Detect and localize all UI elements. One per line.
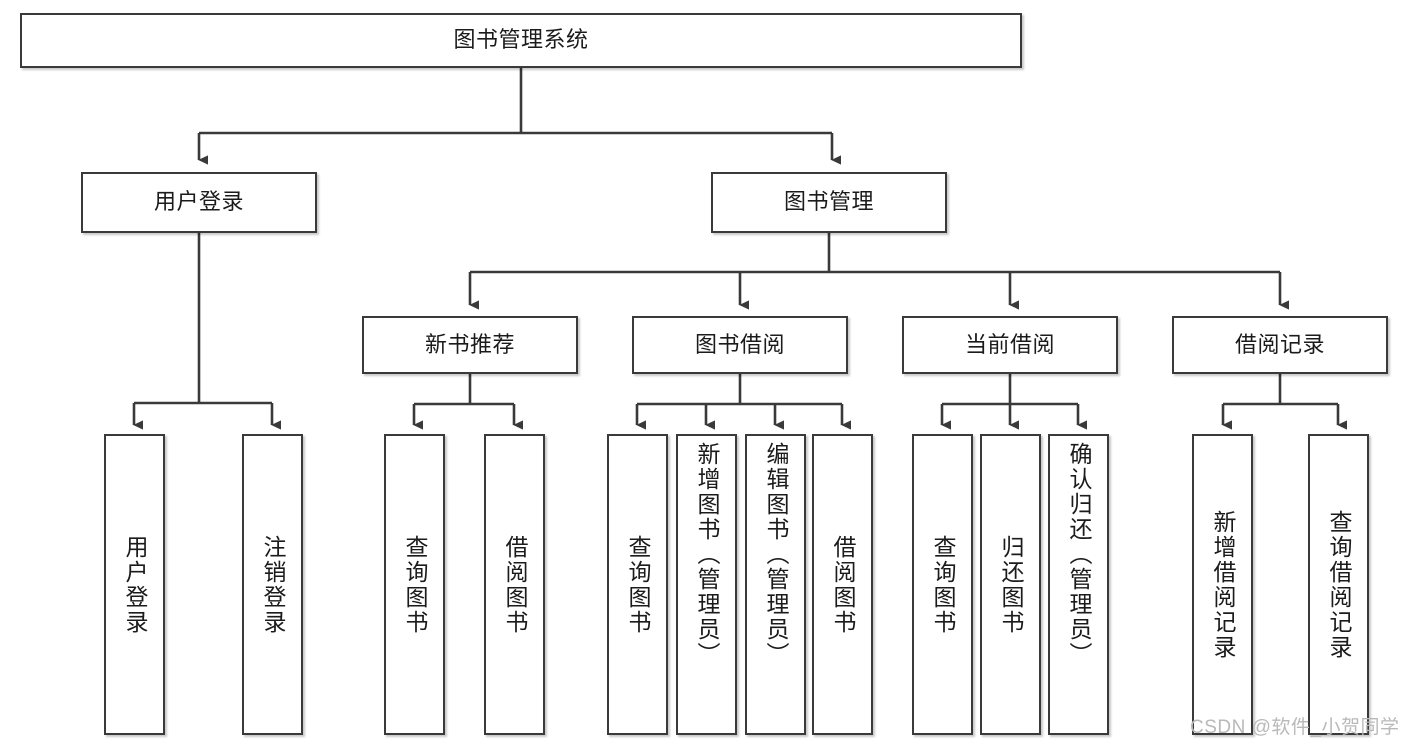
node-label: 查询借阅记录 <box>1326 509 1352 660</box>
leaf-user-login[interactable]: 用户登录 <box>104 434 165 735</box>
node-label: 当前借阅 <box>964 331 1055 357</box>
leaf-query-book-2[interactable]: 查询图书 <box>607 434 668 735</box>
node-user-login[interactable]: 用户登录 <box>81 172 317 233</box>
node-current-borrowing[interactable]: 当前借阅 <box>902 316 1118 374</box>
leaf-query-book-3[interactable]: 查询图书 <box>912 434 973 735</box>
node-label: 用户登录 <box>122 534 148 635</box>
node-label: 图书管理系统 <box>453 27 589 53</box>
leaf-borrow-book-2[interactable]: 借阅图书 <box>812 434 873 735</box>
leaf-edit-book[interactable]: 编辑图书（管理员） <box>745 434 806 735</box>
node-label: 借阅记录 <box>1234 331 1325 357</box>
leaf-add-borrow-record[interactable]: 新增借阅记录 <box>1192 434 1253 735</box>
leaf-user-logout[interactable]: 注销登录 <box>242 434 303 735</box>
leaf-query-borrow-record[interactable]: 查询借阅记录 <box>1308 434 1369 735</box>
leaf-query-book-1[interactable]: 查询图书 <box>384 434 445 735</box>
node-label: 新增图书（管理员） <box>694 442 720 667</box>
node-root[interactable]: 图书管理系统 <box>20 13 1022 68</box>
node-book-management[interactable]: 图书管理 <box>711 172 947 233</box>
leaf-return-book[interactable]: 归还图书 <box>980 434 1041 735</box>
leaf-add-book[interactable]: 新增图书（管理员） <box>676 434 737 735</box>
node-label: 编辑图书（管理员） <box>763 442 789 667</box>
node-borrow-record[interactable]: 借阅记录 <box>1172 316 1388 374</box>
node-label: 借阅图书 <box>502 534 528 635</box>
node-label: 借阅图书 <box>830 534 856 635</box>
node-label: 查询图书 <box>625 534 651 635</box>
node-label: 图书管理 <box>783 189 874 215</box>
node-label: 查询图书 <box>402 534 428 635</box>
node-label: 查询图书 <box>930 534 956 635</box>
leaf-confirm-return[interactable]: 确认归还（管理员） <box>1048 434 1109 735</box>
node-label: 新增借阅记录 <box>1210 509 1236 660</box>
node-new-book-recommendation[interactable]: 新书推荐 <box>362 316 578 374</box>
node-label: 归还图书 <box>998 534 1024 635</box>
csdn-watermark: CSDN @软件_小贺同学 <box>1190 717 1400 738</box>
node-label: 用户登录 <box>153 189 244 215</box>
node-label: 注销登录 <box>260 534 286 635</box>
node-label: 确认归还（管理员） <box>1066 442 1092 667</box>
node-label: 图书借阅 <box>694 331 785 357</box>
leaf-borrow-book-1[interactable]: 借阅图书 <box>484 434 545 735</box>
node-label: 新书推荐 <box>424 331 515 357</box>
node-book-borrowing[interactable]: 图书借阅 <box>632 316 848 374</box>
